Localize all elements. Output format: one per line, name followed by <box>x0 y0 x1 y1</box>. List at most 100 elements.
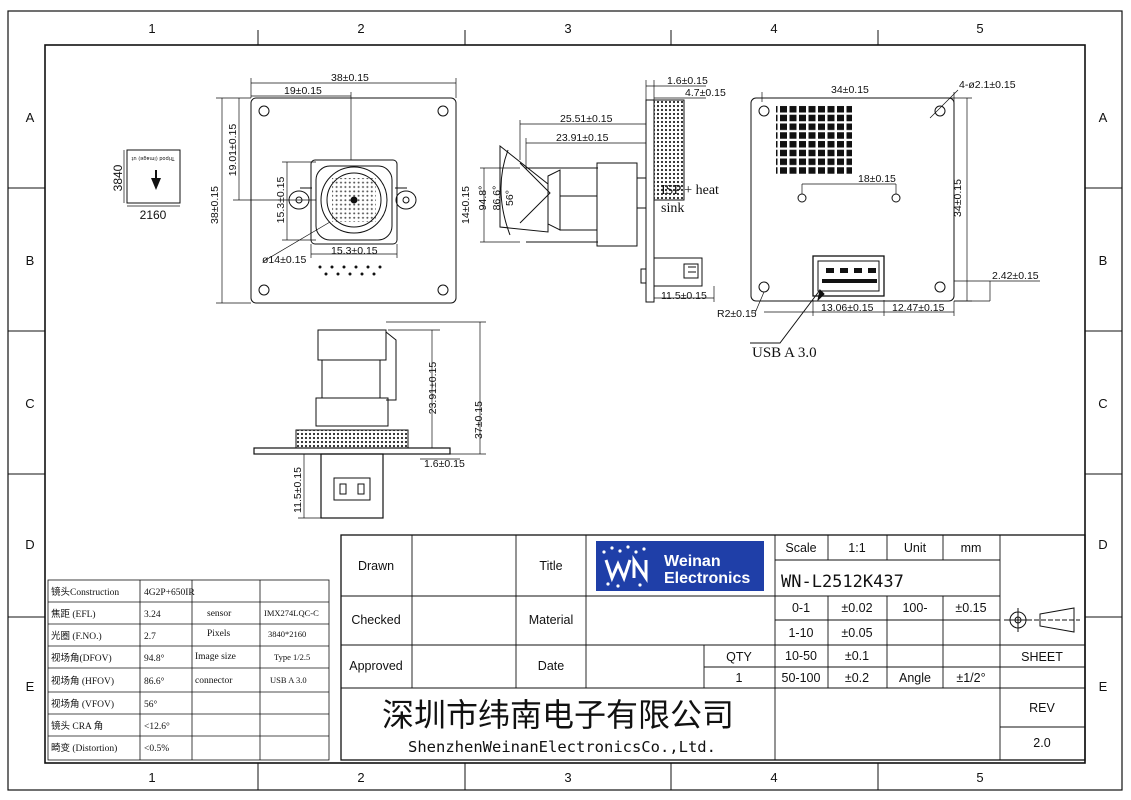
tb-tol-value2-0: ±0.15 <box>955 601 986 615</box>
dim-side-1-6: 1.6±0.15 <box>667 75 708 87</box>
tb-tol-range-3: 50-100 <box>782 671 821 685</box>
tb-tol-value-2: ±0.1 <box>845 649 869 663</box>
tb-sheet-label: SHEET <box>1021 650 1063 664</box>
tb-tol-value-0: ±0.02 <box>841 601 872 615</box>
tb-scale-label: Scale <box>785 541 816 555</box>
spec-value-3: 94.8° <box>144 653 165 664</box>
front-view <box>216 78 457 304</box>
logo-dots-icon <box>602 545 646 588</box>
grid-row-b-right: B <box>1099 253 1108 268</box>
spec-val-4: USB A 3.0 <box>270 675 307 685</box>
resolution-icon-caption: Tripod (image) ut <box>131 155 175 161</box>
spec-key-3: Image size <box>195 652 236 662</box>
spec-value-7: <0.5% <box>144 744 169 754</box>
dim-back-r2: R2±0.15 <box>717 308 757 320</box>
logo-wn-icon <box>604 555 648 583</box>
dim-sensor-height: 15.3±0.15 <box>275 177 287 224</box>
back-view <box>750 89 1040 344</box>
tb-rev-label: REV <box>1029 701 1055 715</box>
dim-back-12-47: 12.47±0.15 <box>892 302 945 314</box>
tb-qty-value: 1 <box>736 671 743 685</box>
dim-back-holes: 4-ø2.1±0.15 <box>959 79 1016 91</box>
dim-back-18: 18±0.15 <box>858 173 896 185</box>
grid-row-c-left: C <box>25 396 34 411</box>
spec-label-2: 光圈 (F.NO.) <box>51 630 102 642</box>
tb-rev-value: 2.0 <box>1033 736 1050 750</box>
spec-val-3: Type 1/2.5 <box>274 652 310 662</box>
tb-date-label: Date <box>538 659 564 673</box>
isp-note-line2: sink <box>661 201 684 216</box>
sheet-frame <box>7 10 1123 791</box>
spec-val-1: IMX274LQC-C <box>264 608 319 618</box>
tb-tol-value-3: ±0.2 <box>845 671 869 685</box>
logo-line1: Weinan <box>664 553 721 570</box>
dim-side-25-51: 25.51±0.15 <box>560 113 613 125</box>
spec-value-0: 4G2P+650IR <box>144 588 195 598</box>
usb-note: USB A 3.0 <box>752 345 817 361</box>
res-height-label: 3840 <box>111 164 125 191</box>
tb-approved-label: Approved <box>349 659 403 673</box>
tb-tol-range2-0: 100- <box>902 601 927 615</box>
dim-top-11-5: 11.5±0.15 <box>292 467 304 513</box>
dim-back-width: 34±0.15 <box>831 84 869 96</box>
top-view <box>253 321 486 519</box>
spec-key-4: connector <box>195 676 233 686</box>
spec-label-0: 镜头Construction <box>51 586 119 598</box>
spec-label-7: 畸变 (Distortion) <box>51 742 117 754</box>
dim-side-4-7: 4.7±0.15 <box>685 87 726 99</box>
spec-value-2: 2.7 <box>144 632 156 642</box>
isp-note-line1: ISP + heat <box>661 183 719 198</box>
tb-tol-range-1: 1-10 <box>788 626 813 640</box>
isp-note: ISP + heat sink <box>661 183 719 216</box>
spec-label-3: 视场角(DFOV) <box>51 652 112 664</box>
grid-col-4-top: 4 <box>770 21 777 36</box>
spec-label-6: 镜头 CRA 角 <box>51 720 103 732</box>
grid-labels: 1 2 3 4 5 1 2 3 4 5 A B C D E A B C D E <box>25 21 1107 785</box>
spec-label-4: 视场角 (HFOV) <box>51 675 114 687</box>
grid-col-1-bottom: 1 <box>148 770 155 785</box>
tb-tol-range2-3: Angle <box>899 671 931 685</box>
projection-symbol-icon <box>1004 607 1080 633</box>
dim-side-23-91: 23.91±0.15 <box>556 132 609 144</box>
dim-front-top-offset: 19.01±0.15 <box>227 124 239 177</box>
spec-key-2: Pixels <box>207 629 231 639</box>
dim-front-height: 38±0.15 <box>209 186 221 224</box>
spec-value-4: 86.6° <box>144 676 165 687</box>
spec-table: 镜头Construction 4G2P+650IR 焦距 (EFL) 3.24 … <box>47 579 330 761</box>
tb-tol-value2-3: ±1/2° <box>956 671 985 685</box>
dim-lens-diameter: ø14±0.15 <box>262 254 306 266</box>
grid-row-d-left: D <box>25 537 34 552</box>
usb-pins <box>822 268 877 283</box>
grid-row-d-right: D <box>1098 537 1107 552</box>
grid-col-1-top: 1 <box>148 21 155 36</box>
grid-col-5-top: 5 <box>976 21 983 36</box>
bga-chip <box>776 104 852 174</box>
spec-value-1: 3.24 <box>144 610 161 620</box>
company-name-en: ShenzhenWeinanElectronicsCo.,Ltd. <box>408 738 716 756</box>
side-view <box>480 80 715 303</box>
side-view-dims: 1.6±0.15 4.7±0.15 25.51±0.15 23.91±0.15 … <box>460 75 726 302</box>
tb-scale-value: 1:1 <box>848 541 865 555</box>
grid-row-c-right: C <box>1098 396 1107 411</box>
tb-tol-value-1: ±0.05 <box>841 626 872 640</box>
tb-part-number: WN-L2512K437 <box>781 572 904 592</box>
dim-back-13-06: 13.06±0.15 <box>821 302 874 314</box>
tb-title-label: Title <box>539 559 562 573</box>
dim-top-37: 37±0.15 <box>473 401 485 439</box>
dim-fov-h: 86.6° <box>491 186 503 211</box>
dim-fov-d: 94.8° <box>477 186 489 211</box>
grid-row-a-right: A <box>1099 110 1108 125</box>
grid-col-4-bottom: 4 <box>770 770 777 785</box>
top-view-dims: 23.91±0.15 37±0.15 1.6±0.15 11.5±0.15 <box>292 362 485 513</box>
spec-value-6: <12.6° <box>144 721 170 732</box>
dim-top-23-91: 23.91±0.15 <box>427 362 439 415</box>
tb-unit-value: mm <box>961 541 982 555</box>
spec-val-2: 3840*2160 <box>268 629 306 639</box>
spec-key-1: sensor <box>207 609 232 619</box>
tb-tol-range-2: 10-50 <box>785 649 817 663</box>
spec-value-5: 56° <box>144 699 158 710</box>
dim-back-2-42: 2.42±0.15 <box>992 270 1039 282</box>
grid-col-2-top: 2 <box>357 21 364 36</box>
company-logo: Weinan Electronics <box>596 541 764 591</box>
